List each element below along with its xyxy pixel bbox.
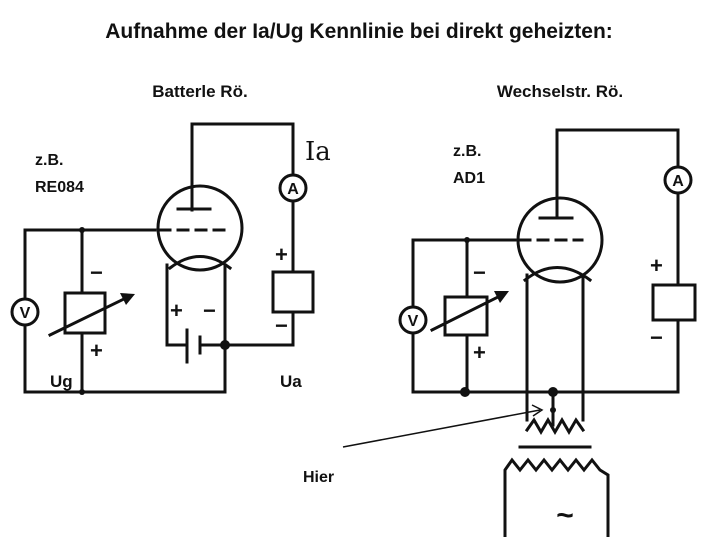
minus-sign: −	[203, 298, 216, 323]
battery-tube-circuit: Batterle Rö. z.B. RE084 A V Ia Ug Ua − +…	[10, 82, 331, 395]
potentiometer-arrow	[47, 294, 131, 338]
right-voltmeter	[398, 305, 428, 335]
left-heading: Batterle Rö.	[152, 82, 247, 101]
left-node	[220, 340, 230, 350]
left-wiring	[23, 122, 295, 394]
anode-supply	[651, 283, 697, 322]
arrow-head-icon	[494, 291, 509, 303]
grid-potentiometer	[63, 291, 107, 335]
plus-sign: +	[473, 340, 486, 365]
pointer-label: Hier	[303, 469, 334, 486]
right-node	[460, 387, 470, 397]
minus-sign: −	[650, 325, 663, 350]
minus-sign: −	[90, 260, 103, 285]
right-node	[464, 237, 470, 243]
left-voltmeter	[10, 297, 40, 327]
left-ammeter-label: A	[287, 181, 299, 198]
transformer-primary	[503, 457, 610, 537]
diagram-title: Aufnahme der Ia/Ug Kennlinie bei direkt …	[105, 20, 613, 43]
right-example-prefix: z.B.	[453, 143, 481, 160]
transformer-secondary	[524, 417, 586, 435]
pointer-arrow-icon	[531, 404, 544, 417]
plus-sign: +	[275, 242, 288, 267]
right-filament	[522, 266, 593, 283]
left-ammeter	[278, 173, 308, 203]
ac-symbol: ~	[556, 499, 574, 532]
minus-sign: −	[275, 313, 288, 338]
left-node	[79, 227, 85, 233]
right-tube-envelope	[516, 196, 604, 284]
anode-supply	[271, 270, 315, 314]
current-label: Ia	[305, 137, 331, 167]
left-voltmeter-label: V	[20, 305, 31, 322]
plus-sign: +	[90, 338, 103, 363]
right-ammeter-label: A	[672, 173, 684, 190]
anode-voltage-label: Ua	[280, 372, 302, 391]
grid-potentiometer	[443, 295, 489, 337]
arrow-head-icon	[120, 293, 135, 305]
minus-sign: −	[473, 260, 486, 285]
right-node	[548, 387, 558, 397]
right-ammeter	[663, 165, 693, 195]
right-voltmeter-label: V	[408, 313, 419, 330]
left-example-prefix: z.B.	[35, 152, 63, 169]
left-node	[79, 389, 85, 395]
plus-sign: +	[650, 253, 663, 278]
left-tube-envelope	[156, 184, 244, 272]
grid-voltage-label: Ug	[50, 372, 73, 391]
left-filament	[167, 255, 233, 271]
ac-tube-circuit: Wechselstr. Rö. z.B. AD1 A V ~ Hier − + …	[303, 82, 697, 537]
heater-battery	[185, 328, 202, 364]
right-wiring	[411, 128, 680, 422]
potentiometer-arrow	[429, 292, 505, 333]
pointer-line	[342, 409, 541, 448]
right-heading: Wechselstr. Rö.	[497, 82, 623, 101]
plus-sign: +	[170, 298, 183, 323]
left-example-tube: RE084	[35, 179, 84, 196]
right-example-tube: AD1	[453, 170, 485, 187]
